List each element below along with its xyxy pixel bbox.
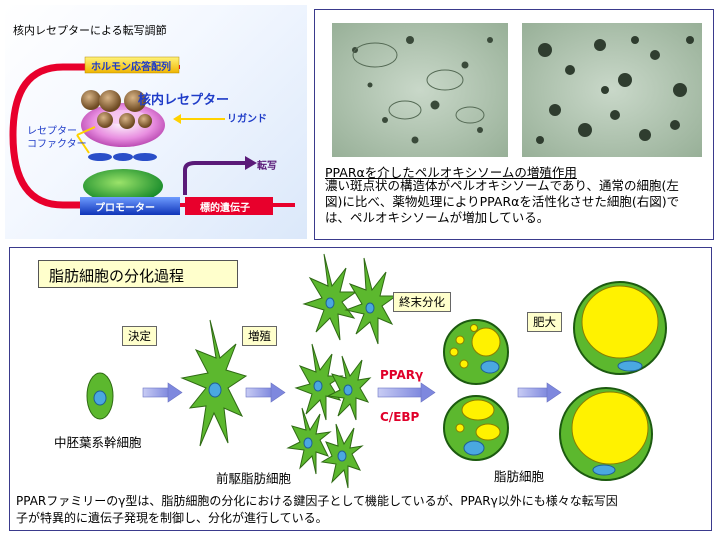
preadipocyte-label: 前駆脂肪細胞: [216, 471, 292, 486]
cofactor-ball: [119, 113, 135, 129]
micrograph-normal: [332, 23, 508, 157]
differentiation-diagram: [86, 253, 667, 489]
process-arrow: [517, 382, 562, 403]
pparg-label: PPARγ: [380, 368, 424, 382]
micrograph-caption-line: 図)に比べ、薬物処理によりPPARαを活性化させた細胞(右図)で: [325, 194, 680, 209]
stage-hypertrophy-tag: 肥大: [527, 312, 562, 332]
cofactor-ball: [99, 90, 121, 112]
cofactor-ball: [138, 114, 152, 128]
target-gene-bar: [185, 197, 273, 215]
process-arrow: [142, 382, 183, 403]
micrograph-caption-line: 濃い斑点状の構造体がペルオキシソームであり、通常の細胞(左: [325, 178, 679, 193]
differentiation-title: 脂肪細胞の分化過程: [49, 267, 185, 285]
footer-line: PPARファミリーのγ型は、脂肪細胞の分化における鍵因子として機能しているが、P…: [16, 494, 618, 508]
transcription-arrow: [183, 161, 245, 195]
ligand-label: リガンド: [227, 114, 267, 125]
adipocyte-cell: [443, 319, 509, 385]
adipocyte-cell: [559, 387, 653, 481]
micrograph-images: [332, 23, 702, 157]
cofactor-ball: [97, 112, 113, 128]
transcription-label: 転写: [257, 161, 277, 172]
hormone-element-bar: [84, 56, 180, 74]
receptor-diagram: [9, 56, 295, 215]
cebp-label: C/EBP: [380, 410, 420, 424]
dna-loop: [9, 63, 85, 209]
preadipocyte-cell: [320, 423, 364, 489]
target-gene-label: 標的遺伝子: [200, 203, 250, 214]
stage-proliferation-tag: 増殖: [242, 326, 277, 346]
micrograph-caption-line: は、ペルオキシソームが増加している。: [325, 210, 550, 225]
nuclear-receptor-label: 核内レセプター: [138, 93, 230, 108]
process-arrow: [245, 382, 286, 403]
differentiation-panel: 脂肪細胞の分化過程: [9, 247, 712, 531]
promoter-bar: [80, 197, 180, 215]
process-arrow: [377, 382, 436, 403]
adipocyte-cell: [573, 281, 667, 375]
micrograph-caption-title: PPARαを介したペルオキシソームの増殖作用: [325, 165, 577, 180]
preadipocyte-cell: [302, 253, 358, 341]
micrograph-panel: PPARαを介したペルオキシソームの増殖作用 濃い斑点状の構造体がペルオキシソー…: [314, 9, 714, 240]
cofactor-ball: [81, 90, 101, 110]
micrograph-treated: [522, 23, 702, 157]
stage-terminal-tag: 終末分化: [393, 292, 451, 312]
preadipocyte-cell: [180, 319, 248, 447]
receptor-panel: 核内レセプターによる転写調節 ホルモン応答配列 核内レセプター リガンド レセプ…: [5, 5, 307, 239]
cofactor-label: レセプター コファクター: [27, 126, 87, 150]
preadipocyte-cell: [294, 343, 344, 421]
differentiation-title-box: 脂肪細胞の分化過程: [38, 260, 238, 288]
preadipocyte-cell: [326, 355, 372, 421]
promoter-label: プロモーター: [95, 203, 155, 214]
stage-determination-tag: 決定: [122, 326, 157, 346]
green-complex: [83, 169, 163, 203]
cofactor-ball: [124, 90, 146, 112]
preadipocyte-cell: [286, 407, 332, 475]
stem-cell-label: 中胚葉系幹細胞: [54, 435, 142, 450]
preadipocyte-cell: [344, 257, 398, 345]
hormone-element-label: ホルモン応答配列: [91, 62, 171, 73]
adipocyte-label: 脂肪細胞: [494, 469, 545, 484]
footer-line: 子が特異的に遺伝子発現を制御し、分化が進行している。: [16, 511, 328, 525]
receptor-title: 核内レセプターによる転写調節: [13, 24, 167, 37]
adipocyte-cell: [443, 395, 509, 461]
